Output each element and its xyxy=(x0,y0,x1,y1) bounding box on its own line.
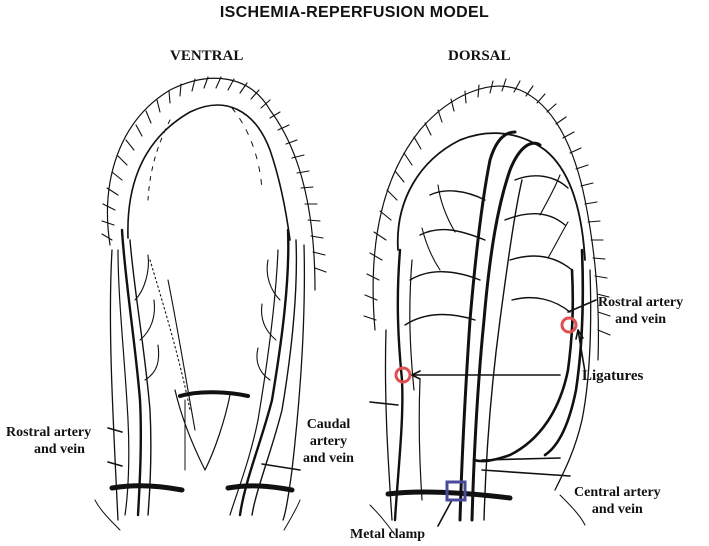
central-artery-label: Central artery and vein xyxy=(574,484,661,518)
ligatures-label: Ligatures xyxy=(582,368,643,385)
rostral-artery-right-label: Rostral artery and vein xyxy=(598,294,683,328)
rostral-artery-left-label: Rostral artery and vein xyxy=(6,424,91,458)
caudal-artery-label: Caudal artery and vein xyxy=(303,416,354,467)
dorsal-ear xyxy=(364,79,610,535)
ventral-ear xyxy=(95,77,326,530)
ligature-right-marker xyxy=(562,318,576,332)
metal-clamp-label: Metal clamp xyxy=(350,526,425,543)
